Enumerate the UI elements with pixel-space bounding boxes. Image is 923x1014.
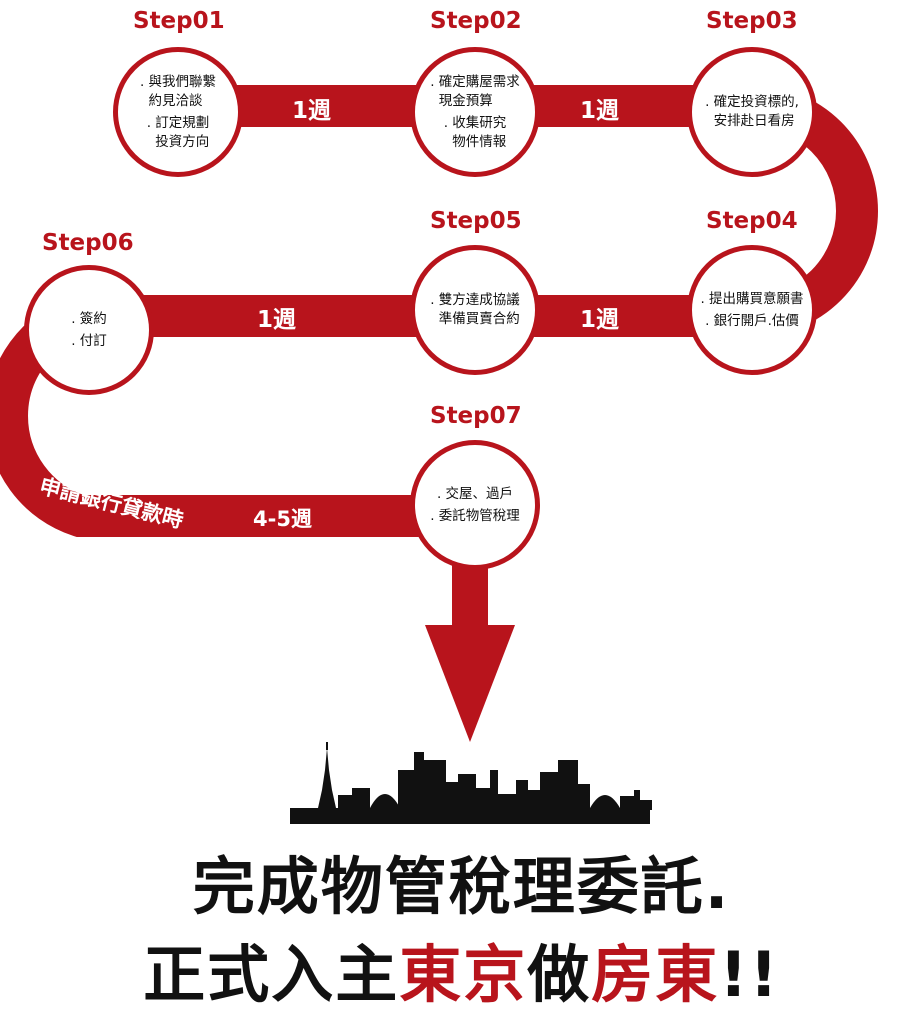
step-05-label: Step05	[430, 208, 522, 234]
duration-step1-step2: 1週	[292, 98, 332, 124]
final-line-2-a: 正式入主	[143, 938, 400, 1011]
final-line-2-c: 做	[527, 938, 592, 1011]
final-line-2-tokyo: 東京	[399, 938, 528, 1011]
step-02-note-1: . 確定購屋需求 現金預算	[430, 73, 520, 109]
duration-step5-step6: 1週	[257, 307, 297, 333]
step-01-label: Step01	[133, 8, 225, 34]
step-06-label: Step06	[42, 230, 134, 256]
duration-step4-step5: 1週	[580, 307, 620, 333]
step-02-note-2: . 收集研究 物件情報	[443, 114, 507, 150]
final-line-2: 正式入主東京做房東!!	[0, 924, 923, 1014]
step-03-label: Step03	[706, 8, 798, 34]
tokyo-skyline-icon	[290, 742, 652, 824]
step-07-label: Step07	[430, 403, 522, 429]
step-04-circle: . 提出購買意願書 . 銀行開戶.估價	[687, 245, 817, 375]
duration-step2-step3: 1週	[580, 98, 620, 124]
step-04-note-2: . 銀行開戶.估價	[705, 312, 799, 329]
step-01-circle: . 與我們聯繫 約見洽談 . 訂定規劃 投資方向	[113, 47, 243, 177]
step-06-circle: . 簽約 . 付訂	[24, 265, 154, 395]
final-line-1: 完成物管稅理委託.	[192, 850, 731, 923]
step-03-note-1: . 確定投資標的, 安排赴日看房	[705, 94, 799, 129]
arrow-down-icon	[425, 625, 515, 742]
step-02-label: Step02	[430, 8, 522, 34]
step-03-circle: . 確定投資標的, 安排赴日看房	[687, 47, 817, 177]
step-02-circle: . 確定購屋需求 現金預算 . 收集研究 物件情報	[410, 47, 540, 177]
step-07-note-1: . 交屋、過戶	[436, 485, 514, 502]
step-01-note-1: . 與我們聯繫 約見洽談	[139, 73, 217, 109]
final-line-2-landlord: 房東	[591, 938, 720, 1011]
step-04-note-1: . 提出購買意願書	[700, 290, 804, 307]
final-line-2-e: !!	[719, 938, 780, 1011]
step-05-circle: . 雙方達成協議 準備買賣合約	[410, 245, 540, 375]
step-06-note-1: . 簽約	[71, 310, 107, 327]
step-01-note-2: . 訂定規劃 投資方向	[146, 114, 210, 150]
step-05-note-1: . 雙方達成協議 準備買賣合約	[430, 292, 520, 327]
step-07-note-2: . 委託物管稅理	[430, 507, 520, 524]
step-04-label: Step04	[706, 208, 798, 234]
step-06-note-2: . 付訂	[71, 332, 107, 349]
duration-step6-step7: 4-5週	[253, 507, 312, 531]
step-07-circle: . 交屋、過戶 . 委託物管稅理	[410, 440, 540, 570]
